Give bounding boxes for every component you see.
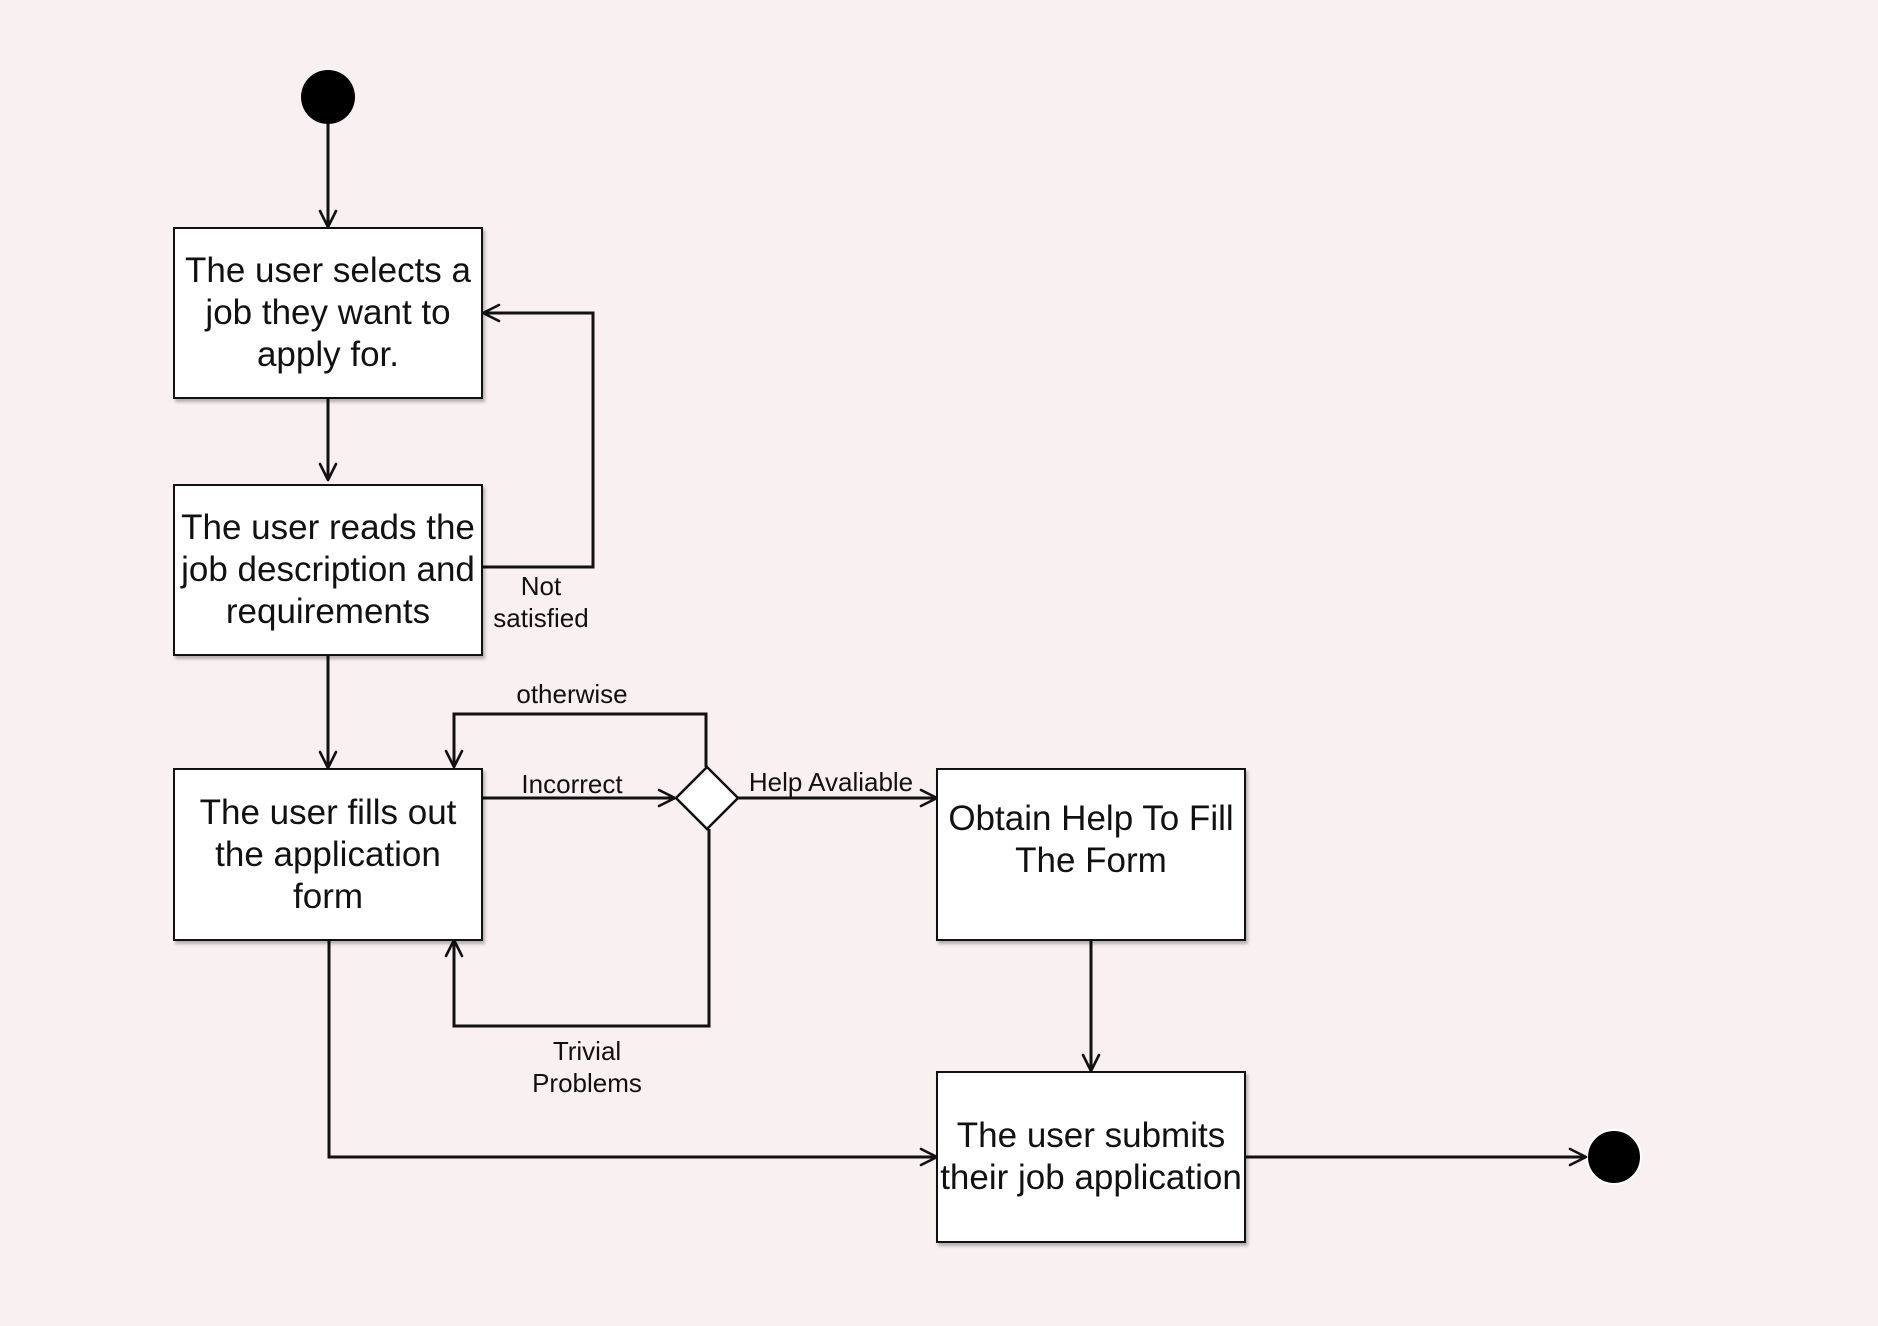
start-node	[301, 70, 355, 124]
activity-fill-form: The user fills out the application form	[173, 768, 483, 941]
activity-obtain-help: Obtain Help To Fill The Form	[936, 768, 1246, 941]
activity-read-description-text: The user reads the job description and r…	[181, 508, 475, 631]
label-help-available: Help Avaliable	[748, 767, 914, 797]
activity-select-job-text: The user selects a job they want to appl…	[185, 251, 471, 374]
activity-read-description: The user reads the job description and r…	[173, 484, 483, 656]
activity-fill-form-text: The user fills out the application form	[199, 792, 457, 916]
label-incorrect: Incorrect	[521, 769, 623, 799]
edge-trivial-problems-loop	[444, 829, 711, 1028]
edge-otherwise-loop	[444, 712, 708, 769]
label-trivial-problems: Trivial Problems	[532, 1036, 642, 1098]
edge-fill-to-submit	[327, 941, 939, 1167]
label-otherwise: otherwise	[516, 679, 628, 709]
edge-not-satisfied-loop	[481, 303, 595, 569]
activity-submit-application-text: The user submits their job application	[940, 1116, 1242, 1197]
activity-select-job: The user selects a job they want to appl…	[173, 227, 483, 399]
label-not-satisfied: Not satisfied	[493, 571, 589, 633]
end-node	[1586, 1129, 1642, 1185]
decision-node	[674, 765, 740, 831]
activity-submit-application: The user submits their job application	[936, 1071, 1246, 1243]
activity-obtain-help-text: Obtain Help To Fill The Form	[948, 799, 1234, 880]
